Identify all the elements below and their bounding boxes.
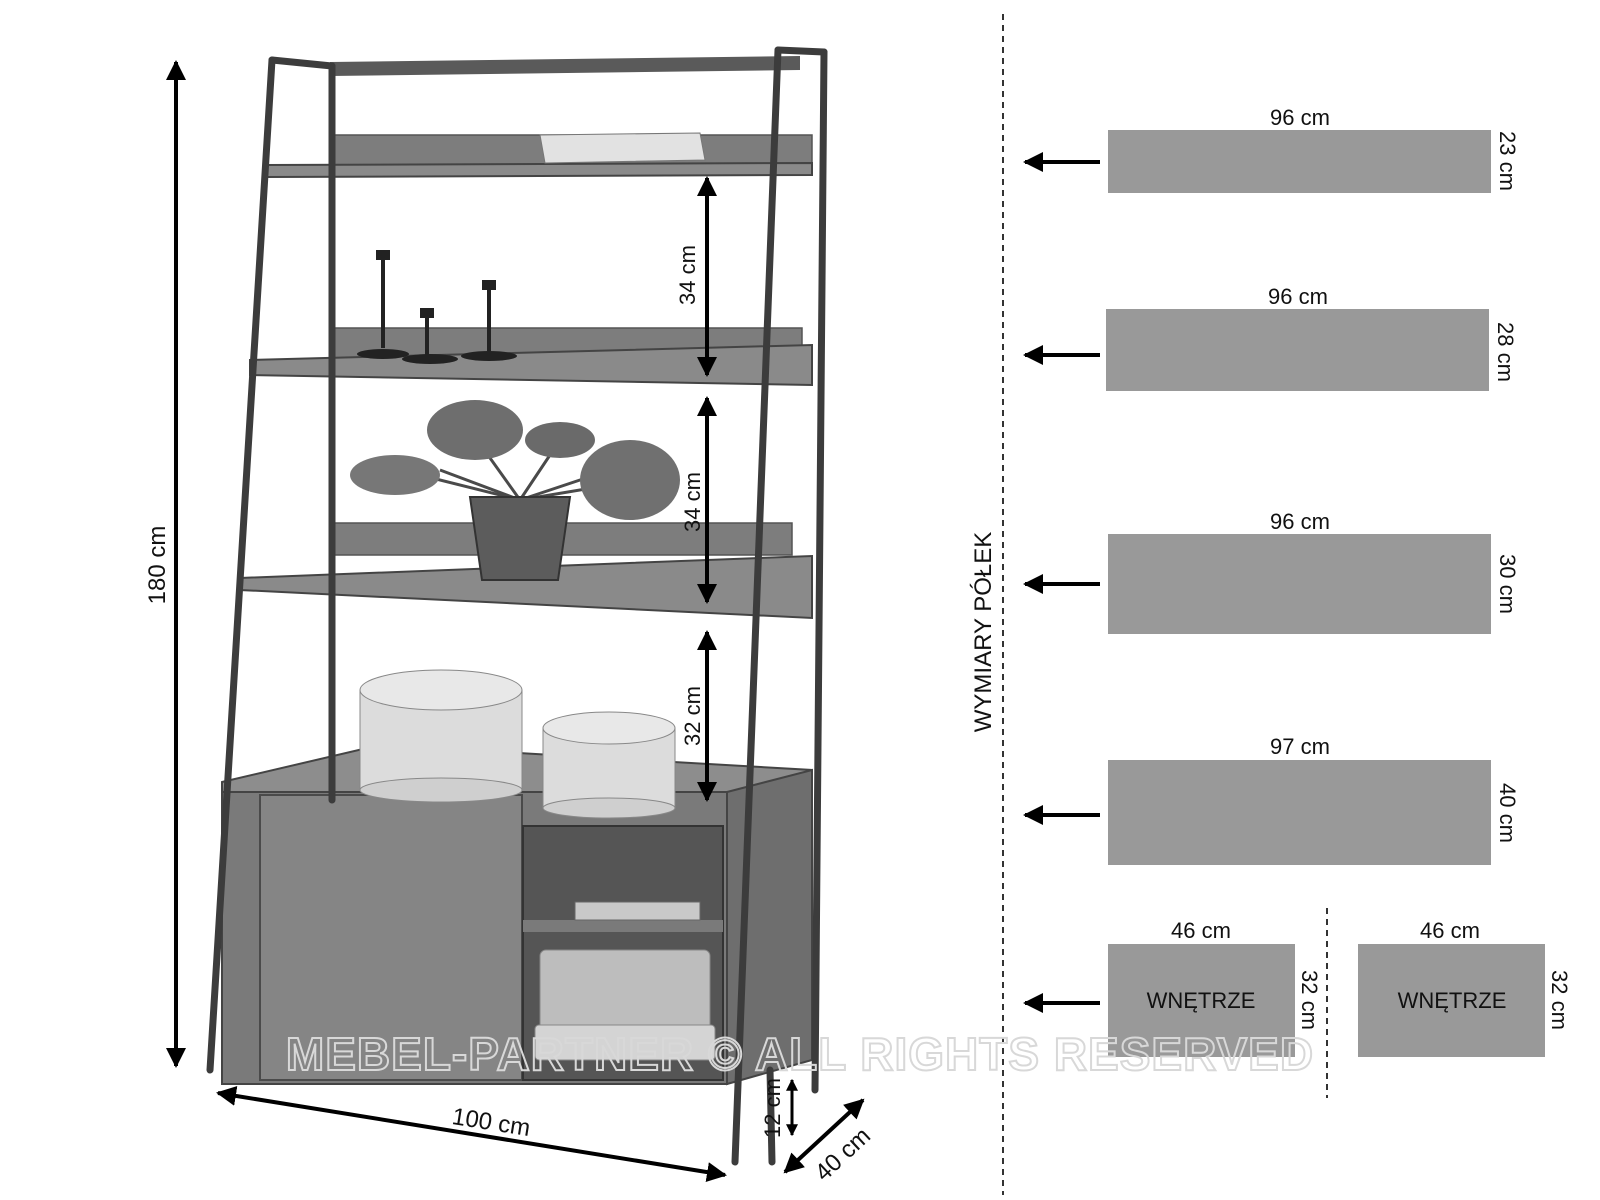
section-title: WYMIARY PÓŁEK xyxy=(970,532,997,733)
interior-rect xyxy=(1358,944,1545,1057)
shelf-rect xyxy=(1106,309,1489,391)
shelf-width-label: 96 cm xyxy=(1268,284,1328,309)
interior-depth-label: 32 cm xyxy=(1297,970,1322,1030)
magazine-icon xyxy=(539,132,706,164)
gap-1-label: 34 cm xyxy=(675,245,700,305)
shelf-width-label: 96 cm xyxy=(1270,509,1330,534)
depth-label: 40 cm xyxy=(810,1122,876,1186)
candlestick-icons xyxy=(357,250,517,364)
shelf-spec-2: 96 cm 28 cm xyxy=(1023,284,1518,391)
ladder-frame xyxy=(206,46,828,1166)
bookcase-illustration xyxy=(206,46,828,1166)
height-label: 180 cm xyxy=(144,526,171,605)
shelf-rect xyxy=(1108,760,1491,865)
interior-spec-left: 46 cm WNĘTRZE 32 cm xyxy=(1108,918,1322,1057)
watermark: MEBEL-PARTNER © ALL RIGHTS RESERVED xyxy=(286,1028,1314,1080)
knitted-blanket xyxy=(539,949,711,1031)
shelf-depth-label: 23 cm xyxy=(1495,131,1520,191)
gap-2-label: 34 cm xyxy=(680,472,705,532)
shelf-spec-1: 96 cm 23 cm xyxy=(1023,105,1520,193)
shelf-depth-label: 40 cm xyxy=(1495,783,1520,843)
interior-width-label: 46 cm xyxy=(1171,918,1231,943)
interior-depth-label: 32 cm xyxy=(1547,970,1572,1030)
folded-towels xyxy=(534,1024,716,1061)
shelf-spec-3: 96 cm 30 cm xyxy=(1023,509,1520,634)
shelf-spec-4: 97 cm 40 cm xyxy=(1023,734,1520,865)
shelf-width-label: 97 cm xyxy=(1270,734,1330,759)
interior-label: WNĘTRZE xyxy=(1398,988,1507,1013)
interior-spec-row: 46 cm WNĘTRZE 32 cm 46 cm WNĘTRZE 32 cm xyxy=(1023,908,1572,1098)
shelf-width-label: 96 cm xyxy=(1270,105,1330,130)
width-arrow xyxy=(216,1086,727,1182)
book-icon xyxy=(574,901,701,921)
interior-label: WNĘTRZE xyxy=(1147,988,1256,1013)
gap-3-label: 32 cm xyxy=(680,686,705,746)
shelf-depth-label: 30 cm xyxy=(1495,554,1520,614)
width-label: 100 cm xyxy=(450,1103,532,1142)
shelf-top xyxy=(265,161,813,179)
top-rail xyxy=(330,56,800,76)
dimension-lines xyxy=(166,60,865,1182)
leg-height-label: 12 cm xyxy=(760,1078,785,1138)
storage-box-icons xyxy=(359,669,676,819)
shelf-rect xyxy=(1108,130,1491,193)
depth-arrow xyxy=(783,1098,865,1174)
interior-width-label: 46 cm xyxy=(1420,918,1480,943)
shelf-rect xyxy=(1108,534,1491,634)
interior-rect xyxy=(1108,944,1295,1057)
potted-plant-icon xyxy=(350,400,680,581)
shelf-depth-label: 28 cm xyxy=(1493,322,1518,382)
compartment-shelf xyxy=(523,920,723,932)
interior-spec-right: 46 cm WNĘTRZE 32 cm xyxy=(1358,918,1572,1057)
